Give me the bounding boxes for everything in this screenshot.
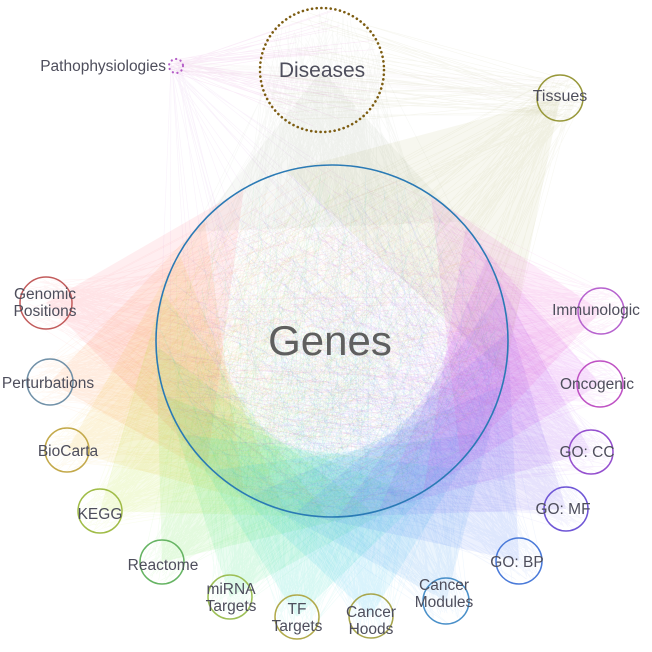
edge-fan-reactome-genes	[156, 345, 373, 562]
node-label-go-mf: GO: MF	[535, 501, 590, 518]
edge-lines	[23, 9, 624, 638]
edge-bundle-kegg-genes	[79, 165, 508, 532]
node-kegg[interactable]	[77, 488, 123, 534]
edge-bundle-go_mf-genes	[166, 171, 586, 530]
node-immunologic[interactable]	[577, 287, 625, 335]
edge-fan-cancer_hoods-genes	[212, 432, 483, 616]
node-label-go-bp: GO: BP	[490, 554, 543, 571]
edge-bundle-pathophysiologies-diseases	[169, 9, 377, 126]
edge-fan-tissues-genes	[286, 98, 560, 376]
edge-bundle-pathophysiologies-genes	[158, 61, 492, 485]
node-label-diseases: Diseases	[279, 59, 365, 82]
node-pathophysiologies[interactable]	[167, 57, 185, 75]
node-label-pathophysiologies: Pathophysiologies	[40, 58, 166, 75]
edge-fan-go_bp-genes	[295, 332, 519, 561]
edge-fan-tf_targets-genes	[182, 434, 454, 617]
nodes	[19, 6, 625, 640]
node-label-tissues: Tissues	[533, 88, 588, 105]
edge-bundle-cancer_hoods-genes	[162, 174, 508, 636]
node-oncogenic[interactable]	[576, 360, 624, 408]
edge-fans	[46, 70, 601, 617]
node-label-kegg: KEGG	[78, 506, 123, 523]
node-labels: Genes Diseases PathophysiologiesTissuesImm…	[2, 58, 640, 638]
node-label-oncogenic: Oncogenic	[560, 376, 634, 393]
node-label-reactome: Reactome	[128, 557, 199, 574]
edge-bundle-tissues-genes	[178, 75, 584, 503]
node-genes[interactable]	[155, 164, 509, 518]
edge-fan-biocarta-genes	[67, 253, 285, 511]
node-tissues[interactable]	[536, 74, 584, 122]
edge-bundle-biocarta-genes	[45, 181, 502, 514]
edge-bundle-genomic_positions-genes	[23, 168, 494, 507]
edge-bundle-diseases-genes	[164, 10, 503, 512]
edge-bundle-pathophysiologies-tissues	[170, 59, 582, 115]
node-label-genes: Genes	[268, 317, 392, 364]
edge-fan-immunologic-genes	[430, 195, 601, 462]
edge-fan-go_cc-genes	[378, 258, 591, 511]
node-reactome[interactable]	[139, 539, 185, 585]
edge-bundle-mirna_targets-genes	[172, 171, 505, 619]
edge-bundle-tissues-diseases	[263, 12, 582, 121]
node-cancer-modules[interactable]	[422, 577, 470, 625]
node-diseases[interactable]	[258, 6, 386, 134]
node-go-mf[interactable]	[543, 486, 589, 532]
node-label-biocarta: BioCarta	[38, 443, 99, 460]
node-label-go-cc: GO: CC	[559, 444, 614, 461]
edge-fan-mirna_targets-genes	[164, 395, 417, 597]
node-go-bp[interactable]	[495, 537, 543, 585]
edge-fan-cancer_modules-genes	[249, 385, 503, 601]
node-perturbations[interactable]	[26, 358, 74, 406]
node-tf-targets[interactable]	[274, 594, 320, 640]
node-label-perturbations: Perturbations	[2, 375, 94, 392]
node-go-cc[interactable]	[568, 429, 614, 475]
edge-bundle-tf_targets-genes	[160, 183, 504, 638]
edge-fan-diseases-genes	[194, 70, 462, 232]
edge-bundle-go_bp-genes	[166, 193, 542, 583]
edge-fan-oncogenic-genes	[423, 226, 600, 492]
edge-fan-genomic_positions-genes	[46, 188, 244, 466]
node-cancer-hoods[interactable]	[348, 593, 394, 639]
node-mirna-targets[interactable]	[207, 574, 253, 620]
edge-bundle-immunologic-genes	[165, 174, 624, 514]
node-biocarta[interactable]	[44, 427, 90, 473]
edge-fan-go_mf-genes	[338, 290, 566, 517]
node-label-immunologic: Immunologic	[552, 302, 640, 319]
edge-bundle-cancer_modules-genes	[166, 172, 504, 625]
edge-bundle-perturbations-genes	[27, 175, 500, 517]
edge-fan-perturbations-genes	[50, 219, 245, 494]
node-genomic-positions[interactable]	[19, 276, 73, 330]
edge-bundle-oncogenic-genes	[159, 187, 622, 513]
